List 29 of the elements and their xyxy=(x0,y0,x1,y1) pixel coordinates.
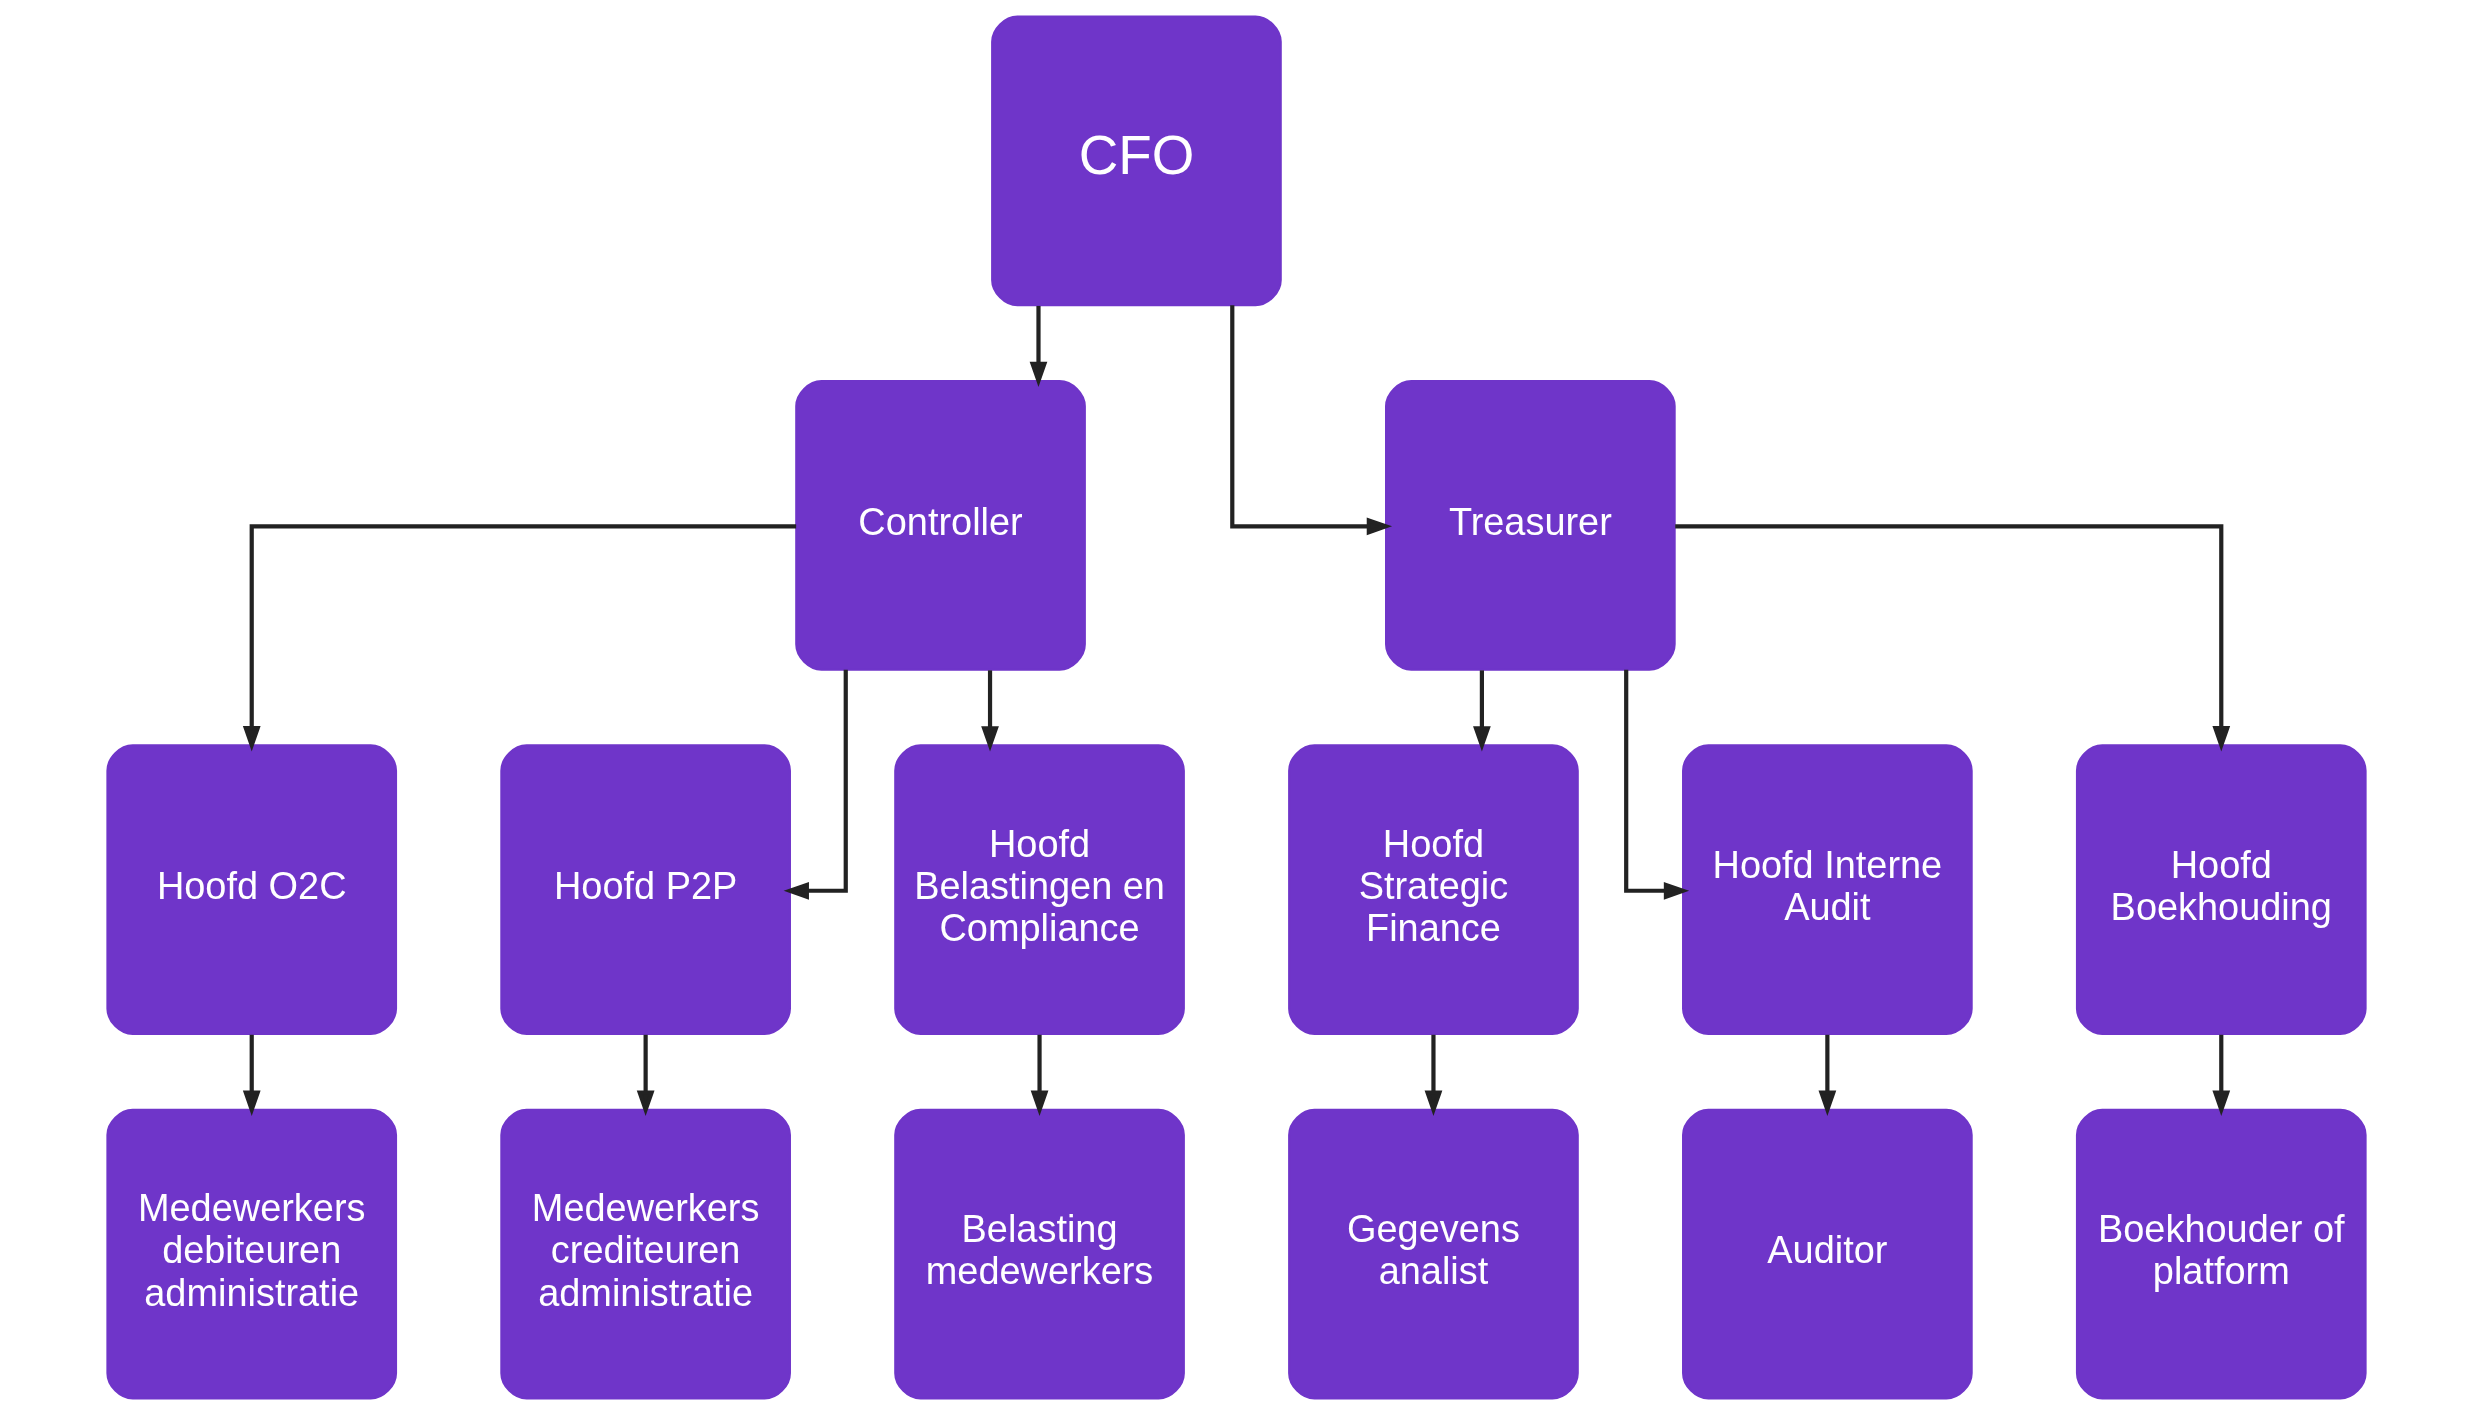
node-box: Medewerkers crediteuren administratie xyxy=(499,1108,791,1400)
node-box: Hoofd Interne Audit xyxy=(1681,744,1973,1036)
arrow xyxy=(1623,669,1689,900)
node-box: Controller xyxy=(794,379,1086,671)
arrow xyxy=(1424,1034,1442,1116)
node-box: Boekhouder of platform xyxy=(2075,1108,2367,1400)
node-box: CFO xyxy=(990,15,1282,307)
arrow xyxy=(1029,305,1047,388)
node-box: Belasting medewerkers xyxy=(893,1108,1185,1400)
arrow xyxy=(1030,1034,1048,1116)
node-box: Medewerkers debiteuren administratie xyxy=(105,1108,397,1400)
node-box: Hoofd Belastingen en Compliance xyxy=(893,744,1185,1036)
node-box: Hoofd P2P xyxy=(499,744,791,1036)
node-box: Hoofd Boekhouding xyxy=(2075,744,2367,1036)
arrow xyxy=(242,1034,261,1116)
node-box: Treasurer xyxy=(1384,379,1676,671)
node-box: Hoofd O2C xyxy=(105,744,397,1036)
arrow xyxy=(242,524,796,752)
arrow xyxy=(1229,305,1392,536)
arrow xyxy=(980,670,999,752)
arrow xyxy=(636,1034,654,1116)
arrow xyxy=(783,669,848,900)
arrow xyxy=(1674,524,2230,752)
node-box: Auditor xyxy=(1681,1108,1973,1400)
arrow xyxy=(1818,1034,1836,1116)
arrow xyxy=(1472,670,1491,752)
arrow xyxy=(2211,1034,2230,1116)
node-box: Hoofd Strategic Finance xyxy=(1287,744,1579,1036)
node-box: Gegevens analist xyxy=(1287,1108,1579,1400)
